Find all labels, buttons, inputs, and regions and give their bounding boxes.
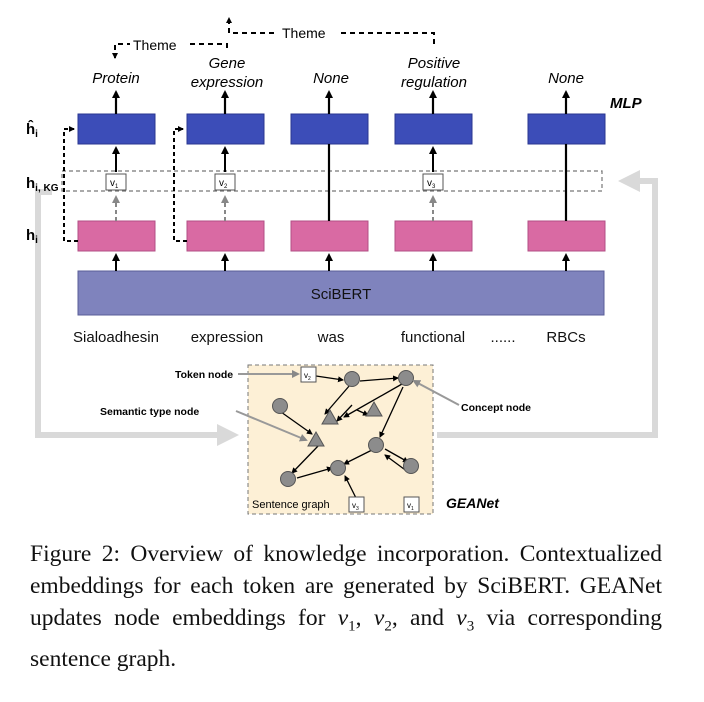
embedding-box-2: [186, 220, 265, 252]
figure-caption: Figure 2: Overview of knowledge incorpor…: [30, 541, 662, 672]
svg-text:v2: v2: [304, 371, 311, 382]
sentence-graph: v2 v3 v1 Sentence graph: [247, 364, 434, 515]
sentence-graph-label: Sentence graph: [252, 499, 330, 511]
output-label-regulation: regulation: [401, 74, 467, 91]
semantic-type-node-label: Semantic type node: [100, 406, 199, 418]
graph-to-kg-arrow: [437, 170, 658, 438]
svg-text:v1: v1: [110, 178, 119, 190]
semantic-type-node: [365, 400, 383, 417]
graph-nodes: [272, 370, 419, 487]
feedback-arrows: [35, 170, 658, 446]
knowledge-incorporation-diagram: Theme Theme Protein Gene expression None…: [26, 17, 658, 515]
output-label-expression: expression: [191, 74, 264, 91]
embedding-boxes: [77, 220, 606, 252]
embedding-box-1: [77, 220, 156, 252]
scibert-block: [77, 270, 605, 316]
mlp-box-5: [527, 113, 606, 145]
token-labels: Sialoadhesin expression was functional .…: [73, 329, 586, 346]
concept-node: [368, 437, 384, 453]
output-labels: Protein Gene expression None Positive re…: [92, 55, 584, 91]
token-expression: expression: [191, 329, 264, 346]
mlp-boxes: [77, 113, 606, 145]
embedding-box-5: [527, 220, 606, 252]
token-was: was: [317, 329, 345, 346]
kg-embedding-band: [61, 170, 603, 192]
graph-v3-node: [348, 496, 365, 513]
theme-connector-1: [112, 43, 228, 59]
output-label-none-2: None: [548, 70, 584, 87]
kg-to-mlp-arrows: [112, 146, 437, 172]
kg-to-graph-arrow: [35, 189, 239, 446]
token-sialoadhesin: Sialoadhesin: [73, 329, 159, 346]
output-label-positive: Positive: [408, 55, 461, 72]
mlp-box-3: [290, 113, 369, 145]
theme-label-1: Theme: [133, 37, 177, 53]
embedding-box-3: [290, 220, 369, 252]
graph-v1-node: [403, 496, 420, 513]
concept-node-label: Concept node: [461, 402, 531, 414]
svg-text:v1: v1: [407, 501, 414, 512]
theme-label-2: Theme: [282, 25, 326, 41]
v1-node: [105, 173, 127, 191]
concept-node: [344, 371, 360, 387]
mlp-box-4: [394, 113, 473, 145]
concept-node: [330, 460, 346, 476]
geanet-label: GEANet: [446, 495, 500, 511]
token-functional: functional: [401, 329, 465, 346]
row-label-h-hat: ĥi: [26, 120, 38, 140]
output-label-protein: Protein: [92, 70, 140, 87]
scibert-label: SciBERT: [311, 286, 372, 303]
direct-lines: [327, 144, 568, 221]
svg-text:v3: v3: [427, 178, 436, 190]
semantic-type-node: [321, 408, 339, 425]
concept-node: [398, 370, 414, 386]
concept-node: [403, 458, 419, 474]
output-label-gene: Gene: [209, 55, 246, 72]
concept-node: [280, 471, 296, 487]
token-ellipsis: ......: [490, 329, 515, 346]
row-label-h-kg: hi, KG: [26, 175, 59, 194]
svg-text:v3: v3: [352, 501, 359, 512]
embedding-box-4: [394, 220, 473, 252]
mlp-box-1: [77, 113, 156, 145]
theme-connectors: [112, 17, 435, 59]
kg-v-nodes: v1 v2 v3: [105, 173, 444, 191]
row-label-h: hi: [26, 227, 38, 246]
v3-node: [422, 173, 444, 191]
semantic-type-node: [307, 430, 325, 447]
residual-connections: [63, 126, 187, 242]
embedding-to-kg-arrows: [112, 195, 437, 221]
mlp-label: MLP: [610, 95, 643, 112]
scibert-to-embedding-arrows: [112, 253, 570, 271]
svg-text:v2: v2: [219, 178, 228, 190]
sentence-graph-box: [247, 364, 434, 515]
token-node-label: Token node: [175, 369, 233, 381]
mlp-to-output-arrows: [112, 90, 570, 114]
graph-v2-node: [300, 366, 317, 383]
row-labels: ĥi hi, KG hi: [26, 120, 59, 246]
mlp-box-2: [186, 113, 265, 145]
v2-node: [214, 173, 236, 191]
token-rbcs: RBCs: [546, 329, 585, 346]
concept-node: [272, 398, 288, 414]
output-label-none-1: None: [313, 70, 349, 87]
